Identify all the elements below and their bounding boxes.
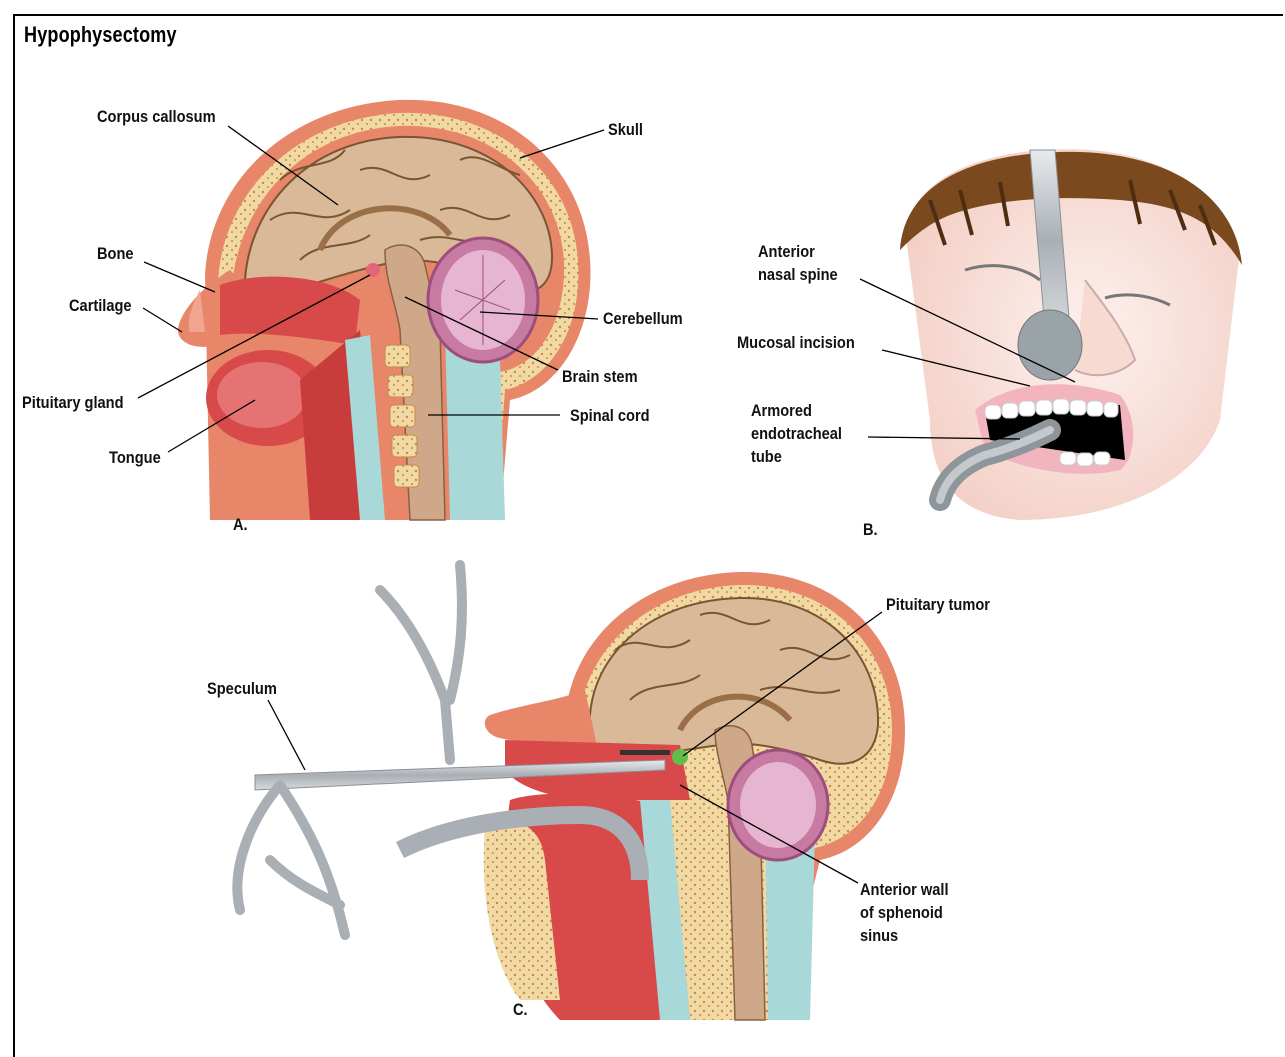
panel-a-caption: A. xyxy=(233,513,248,536)
panel-c-head-illustration xyxy=(400,572,905,1020)
label-brain-stem: Brain stem xyxy=(562,365,638,388)
label-pituitary-gland: Pituitary gland xyxy=(22,391,124,414)
label-corpus-callosum: Corpus callosum xyxy=(97,105,216,128)
label-pituitary-tumor: Pituitary tumor xyxy=(886,593,990,616)
label-spinal-cord: Spinal cord xyxy=(570,404,650,427)
panel-b-caption: B. xyxy=(863,518,878,541)
label-skull: Skull xyxy=(608,118,643,141)
label-armored-endotracheal-tube: Armored endotracheal tube xyxy=(751,399,842,468)
pituitary-tumor-shape xyxy=(672,749,688,765)
label-bone: Bone xyxy=(97,242,134,265)
panel-b-face-illustration xyxy=(900,149,1242,520)
panel-c-caption: C. xyxy=(513,998,528,1021)
panel-a-head-illustration xyxy=(178,100,590,520)
label-cartilage: Cartilage xyxy=(69,294,132,317)
label-mucosal-incision: Mucosal incision xyxy=(737,331,855,354)
label-tongue: Tongue xyxy=(109,446,161,469)
label-speculum: Speculum xyxy=(207,677,277,700)
label-cerebellum: Cerebellum xyxy=(603,307,683,330)
label-anterior-nasal-spine: Anterior nasal spine xyxy=(758,240,838,286)
label-anterior-wall-sphenoid-sinus: Anterior wall of sphenoid sinus xyxy=(860,878,949,947)
